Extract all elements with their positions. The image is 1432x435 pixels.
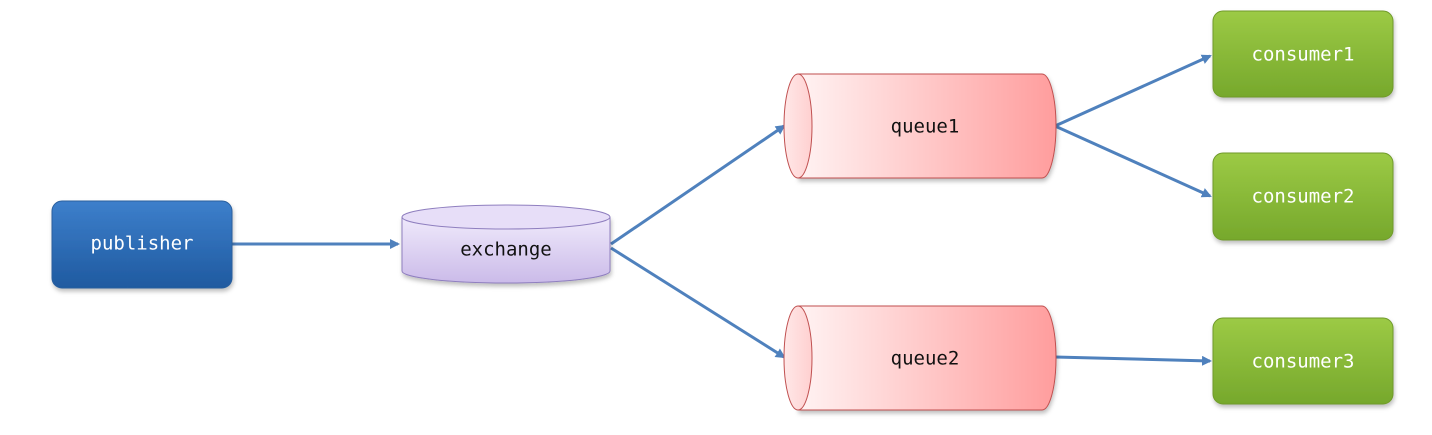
arrow-queue2-to-consumer3 (1054, 355, 1212, 366)
arrow-queue1-to-consumer2 (1054, 124, 1212, 198)
publisher-label: publisher (91, 233, 194, 255)
arrow-exchange-to-queue2 (610, 246, 786, 359)
arrow-queue1-to-consumer1 (1054, 54, 1212, 128)
consumer1-label: consumer1 (1252, 44, 1355, 66)
consumer1-node: consumer1 (1212, 10, 1394, 98)
consumer3-node: consumer3 (1212, 317, 1394, 405)
exchange-label: exchange (460, 239, 552, 261)
consumer2-label: consumer2 (1252, 186, 1355, 208)
queue1-node: queue1 (783, 73, 1057, 179)
publisher-node: publisher (51, 200, 233, 289)
queue1-label: queue1 (891, 116, 960, 138)
exchange-node: exchange (401, 204, 611, 284)
consumer2-node: consumer2 (1212, 152, 1394, 241)
queue2-label: queue2 (891, 348, 960, 370)
queue2-node: queue2 (783, 305, 1057, 411)
arrows (231, 54, 1212, 366)
arrow-exchange-to-queue1 (610, 124, 786, 246)
consumer3-label: consumer3 (1252, 351, 1355, 373)
